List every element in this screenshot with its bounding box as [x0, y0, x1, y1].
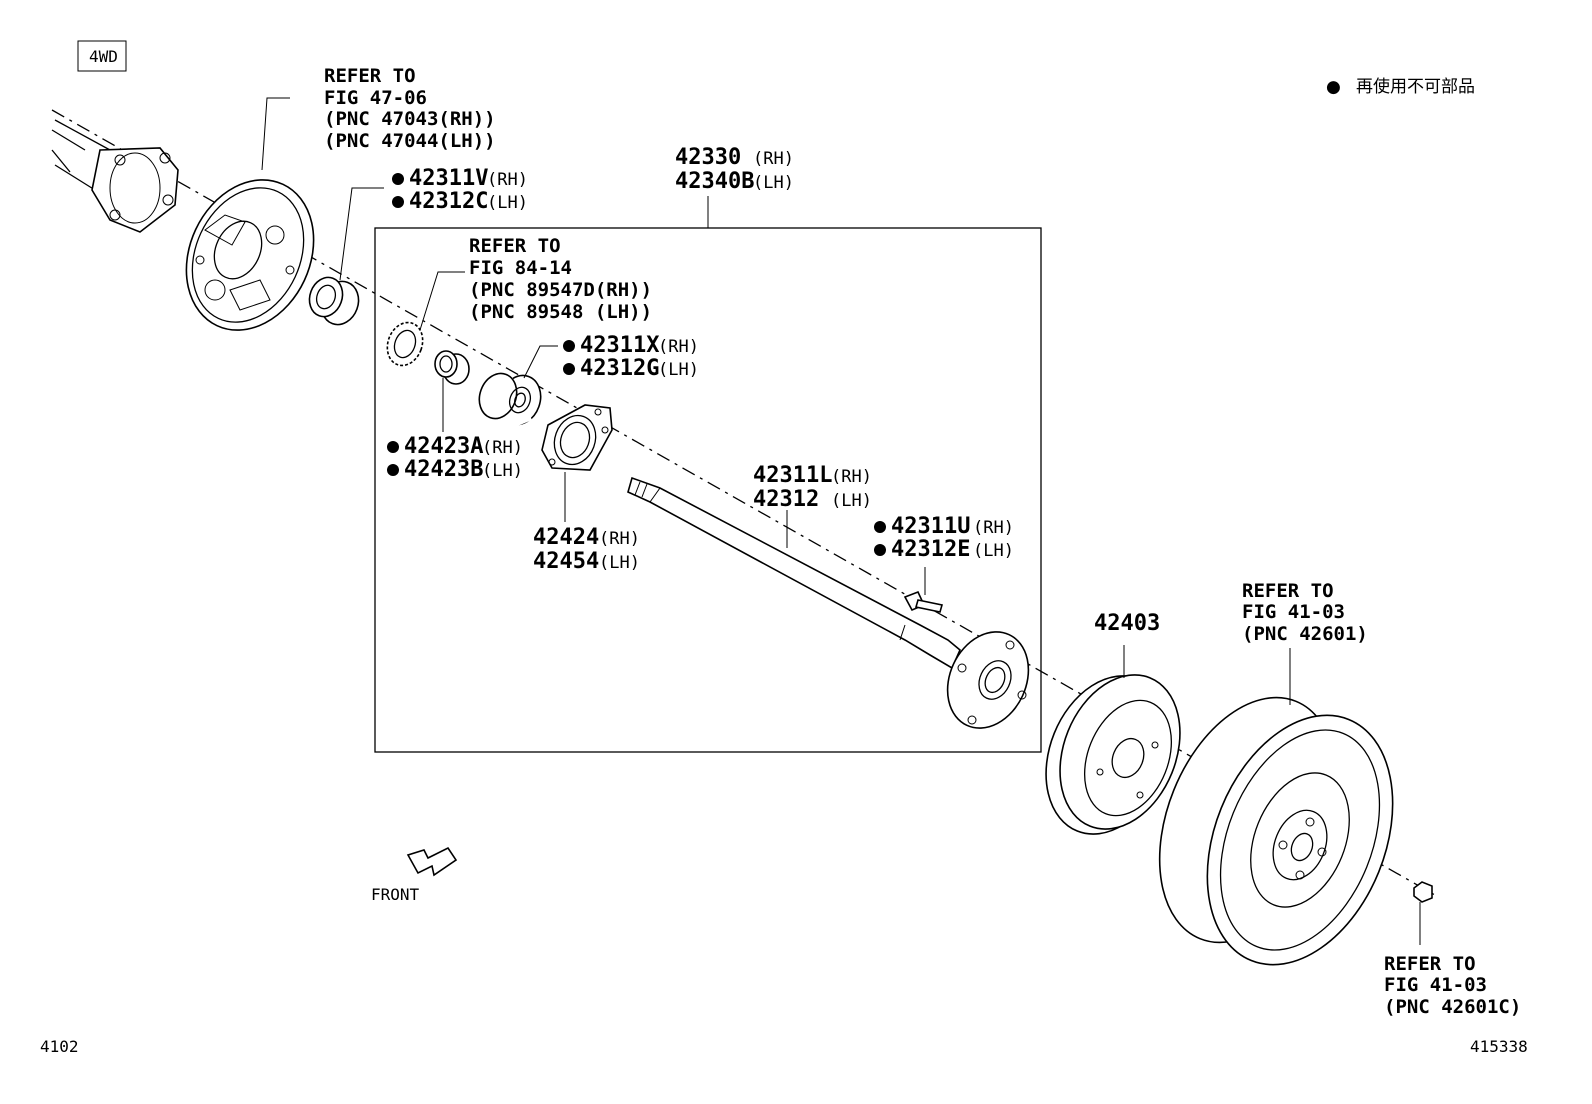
callout-brake-plate: REFER TO FIG 47-06 (PNC 47043(RH)) (PNC … — [324, 65, 496, 152]
svg-text:REFER TO: REFER TO — [1384, 953, 1476, 975]
non-reusable-icon — [392, 173, 404, 185]
bearing-case — [541, 404, 613, 471]
svg-text:(LH): (LH) — [831, 491, 872, 511]
hub-bolt — [903, 590, 944, 613]
non-reusable-icon — [563, 340, 575, 352]
leader-bearing — [523, 345, 558, 379]
svg-text:(LH): (LH) — [487, 193, 528, 213]
svg-text:42311X: 42311X — [580, 333, 659, 358]
wheel-rim — [1158, 696, 1394, 966]
leader-sensor-rotor — [419, 271, 465, 331]
svg-text:42312E: 42312E — [891, 537, 970, 562]
sensor-rotor — [386, 321, 424, 367]
label-retainer: 42423A (RH) 42423B (LH) — [387, 434, 523, 482]
svg-text:42423A: 42423A — [404, 434, 483, 459]
svg-text:FIG 47-06: FIG 47-06 — [324, 87, 427, 109]
axle-housing — [54, 119, 179, 233]
svg-text:(LH): (LH) — [753, 173, 794, 193]
front-label: FRONT — [371, 885, 420, 904]
non-reusable-icon — [387, 441, 399, 453]
label-axle-assy: 42330 (RH) 42340B (LH) — [675, 145, 794, 194]
svg-text:(LH): (LH) — [599, 553, 640, 573]
callout-wheel: REFER TO FIG 41-03 (PNC 42601) — [1242, 580, 1368, 645]
brake-drum — [1045, 674, 1181, 835]
leader-oil-seal — [339, 187, 384, 281]
svg-text:FIG 84-14: FIG 84-14 — [469, 257, 572, 279]
svg-text:(RH): (RH) — [831, 467, 872, 487]
svg-text:42311V: 42311V — [409, 166, 488, 191]
label-bearing: 42311X (RH) 42312G (LH) — [563, 333, 699, 381]
legend: ● 再使用不可部品 — [1326, 76, 1475, 97]
svg-text:(RH): (RH) — [973, 518, 1014, 538]
svg-text:42424: 42424 — [533, 525, 599, 550]
svg-text:42340B: 42340B — [675, 169, 754, 194]
svg-text:42312C: 42312C — [409, 189, 488, 214]
brake-backing-plate — [185, 179, 315, 331]
svg-text:42423B: 42423B — [404, 457, 483, 482]
bearing-retainer — [434, 350, 470, 385]
svg-text:(PNC 89548 (LH)): (PNC 89548 (LH)) — [469, 301, 652, 323]
badge-4wd-text: 4WD — [89, 47, 118, 66]
svg-text:(RH): (RH) — [753, 149, 794, 169]
svg-text:42311U: 42311U — [891, 514, 970, 539]
axle-bearing — [478, 372, 542, 430]
svg-text:42312G: 42312G — [580, 356, 659, 381]
front-arrow-icon — [406, 846, 458, 877]
svg-text:(PNC 47044(LH)): (PNC 47044(LH)) — [324, 130, 496, 152]
svg-text:42454: 42454 — [533, 549, 599, 574]
callout-hub-nut: REFER TO FIG 41-03 (PNC 42601C) — [1384, 953, 1521, 1018]
svg-text:(PNC 89547D(RH)): (PNC 89547D(RH)) — [469, 279, 652, 301]
label-oil-seal: 42311V (RH) 42312C (LH) — [392, 166, 528, 214]
page-number-right: 415338 — [1470, 1037, 1528, 1056]
svg-text:REFER TO: REFER TO — [469, 235, 561, 257]
leader-brake-plate — [261, 97, 290, 171]
svg-text:(RH): (RH) — [487, 170, 528, 190]
svg-text:(RH): (RH) — [658, 337, 699, 357]
label-shaft: 42311L (RH) 42312 (LH) — [753, 463, 872, 512]
svg-text:(PNC 42601): (PNC 42601) — [1242, 623, 1368, 645]
svg-text:42330: 42330 — [675, 145, 741, 170]
non-reusable-icon — [874, 544, 886, 556]
svg-text:(RH): (RH) — [599, 529, 640, 549]
svg-text:FIG 41-03: FIG 41-03 — [1242, 601, 1345, 623]
svg-text:(LH): (LH) — [973, 541, 1014, 561]
svg-text:42311L: 42311L — [753, 463, 832, 488]
svg-text:FIG 41-03: FIG 41-03 — [1384, 974, 1487, 996]
hub-nut — [1413, 881, 1433, 903]
svg-text:(RH): (RH) — [482, 438, 523, 458]
label-drum: 42403 — [1094, 611, 1160, 636]
legend-text: 再使用不可部品 — [1356, 76, 1475, 97]
svg-text:42312: 42312 — [753, 487, 819, 512]
svg-text:(PNC 42601C): (PNC 42601C) — [1384, 996, 1521, 1018]
label-hub-bolt: 42311U (RH) 42312E (LH) — [874, 514, 1014, 562]
non-reusable-icon — [563, 363, 575, 375]
axle-flange — [946, 631, 1030, 729]
svg-text:42403: 42403 — [1094, 611, 1160, 636]
svg-text:(PNC 47043(RH)): (PNC 47043(RH)) — [324, 108, 496, 130]
callout-sensor-rotor: REFER TO FIG 84-14 (PNC 89547D(RH)) (PNC… — [469, 235, 652, 323]
svg-text:(LH): (LH) — [658, 360, 699, 380]
svg-text:REFER TO: REFER TO — [324, 65, 416, 87]
badge-4wd: 4WD — [77, 40, 127, 72]
svg-text:(LH): (LH) — [482, 461, 523, 481]
page-number-left: 4102 — [40, 1037, 79, 1056]
oil-seal — [308, 276, 360, 326]
legend-bullet-icon: ● — [1326, 77, 1341, 97]
svg-text:REFER TO: REFER TO — [1242, 580, 1334, 602]
label-case: 42424 (RH) 42454 (LH) — [533, 525, 640, 574]
non-reusable-icon — [874, 521, 886, 533]
non-reusable-icon — [387, 464, 399, 476]
non-reusable-icon — [392, 196, 404, 208]
